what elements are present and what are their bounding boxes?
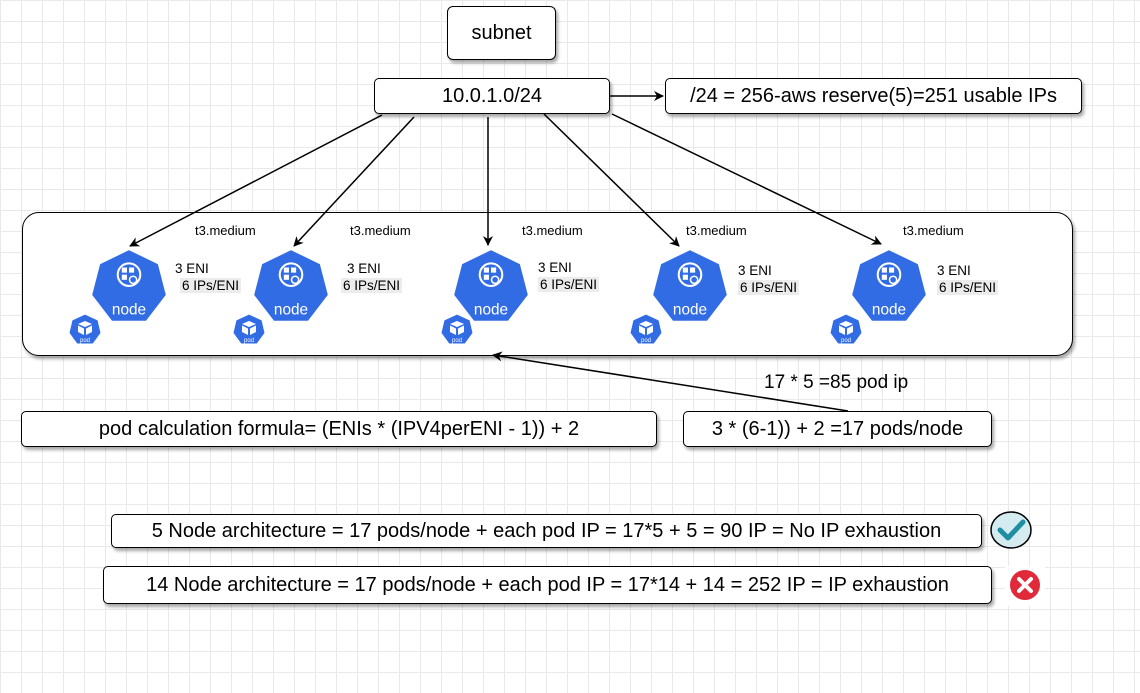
pod-ip-total: 17 * 5 =85 pod ip: [764, 372, 909, 393]
node-3-kubernetes-pod-icon: pod: [440, 313, 474, 345]
subnet-title: subnet: [471, 21, 532, 44]
formula-box: pod calculation formula= (ENIs * (IPV4pe…: [21, 411, 657, 447]
node-1-eni-info: 3 ENI 6 IPs/ENI: [175, 260, 242, 294]
node-2-icon-label: node: [274, 302, 308, 319]
node-5-kubernetes-node-icon: node: [849, 247, 929, 323]
node-5-instance-type: t3.medium: [903, 223, 964, 238]
node-2-kubernetes-node-icon: node: [251, 247, 331, 323]
node-4-eni-info: 3 ENI 6 IPs/ENI: [738, 262, 800, 296]
check-circle-icon: [990, 511, 1032, 549]
cidr-box: 10.0.1.0/24: [374, 78, 610, 114]
subnet-title-box: subnet: [447, 6, 556, 60]
node-2-instance-type: t3.medium: [350, 223, 411, 238]
arrow-cidr-to-node-4: [543, 113, 680, 247]
formula-result-box: 3 * (6-1)) + 2 =17 pods/node: [683, 411, 992, 447]
node-3-ips-per-eni: 6 IPs/ENI: [538, 277, 600, 292]
cidr-label: 10.0.1.0/24: [441, 84, 543, 107]
node-4-ips-per-eni: 6 IPs/ENI: [738, 280, 800, 295]
node-5-icon-label: node: [872, 302, 906, 319]
node-1-kubernetes-pod-icon: pod: [68, 313, 102, 345]
node-5-kubernetes-pod-icon: pod: [829, 313, 863, 345]
arch-14-box: 14 Node architecture = 17 pods/node + ea…: [103, 566, 992, 604]
node-1-kubernetes-node-icon: node: [89, 247, 169, 323]
formula-result-label: 3 * (6-1)) + 2 =17 pods/node: [711, 417, 964, 440]
arrow-cidr-to-node-2: [293, 116, 415, 247]
node-5-ips-per-eni: 6 IPs/ENI: [937, 280, 999, 295]
node-3-eni-info: 3 ENI 6 IPs/ENI: [538, 259, 600, 293]
formula-label: pod calculation formula= (ENIs * (IPV4pe…: [98, 417, 580, 440]
usable-ips-label: /24 = 256-aws reserve(5)=251 usable IPs: [690, 84, 1057, 107]
node-2-ips-per-eni: 6 IPs/ENI: [341, 278, 403, 293]
arrow-cidr-to-node-1: [129, 114, 383, 247]
node-3-kubernetes-node-icon: node: [451, 247, 531, 323]
node-2-eni-info: 3 ENI 6 IPs/ENI: [341, 260, 403, 294]
arch-5-label: 5 Node architecture = 17 pods/node + eac…: [151, 519, 942, 542]
node-4-kubernetes-pod-icon: pod: [629, 313, 663, 345]
node-5-eni-info: 3 ENI 6 IPs/ENI: [937, 262, 999, 296]
node-4-kubernetes-node-icon: node: [650, 247, 730, 323]
error-x-icon: [1005, 566, 1045, 606]
arch-14-label: 14 Node architecture = 17 pods/node + ea…: [146, 573, 949, 596]
node-1-icon-label: node: [112, 302, 146, 319]
node-3-pod-label: pod: [452, 338, 462, 344]
node-2-eni-count: 3 ENI: [347, 261, 381, 276]
arch-5-box: 5 Node architecture = 17 pods/node + eac…: [111, 514, 982, 548]
node-1-eni-count: 3 ENI: [175, 261, 209, 276]
node-1-instance-type: t3.medium: [195, 223, 256, 238]
node-2-pod-label: pod: [244, 338, 254, 344]
arrow-cidr-to-node-5: [611, 113, 882, 245]
node-3-eni-count: 3 ENI: [538, 260, 572, 275]
node-4-eni-count: 3 ENI: [738, 263, 772, 278]
arrow-result-to-nodes: [492, 351, 849, 412]
node-1-pod-label: pod: [80, 338, 90, 344]
node-5-pod-label: pod: [841, 338, 851, 344]
usable-ips-box: /24 = 256-aws reserve(5)=251 usable IPs: [665, 78, 1082, 114]
node-3-icon-label: node: [474, 302, 508, 319]
node-4-instance-type: t3.medium: [686, 223, 747, 238]
node-3-instance-type: t3.medium: [522, 223, 583, 238]
node-5-eni-count: 3 ENI: [937, 263, 971, 278]
node-4-icon-label: node: [673, 302, 707, 319]
node-4-pod-label: pod: [641, 338, 651, 344]
node-1-ips-per-eni: 6 IPs/ENI: [180, 278, 242, 293]
node-2-kubernetes-pod-icon: pod: [232, 313, 266, 345]
